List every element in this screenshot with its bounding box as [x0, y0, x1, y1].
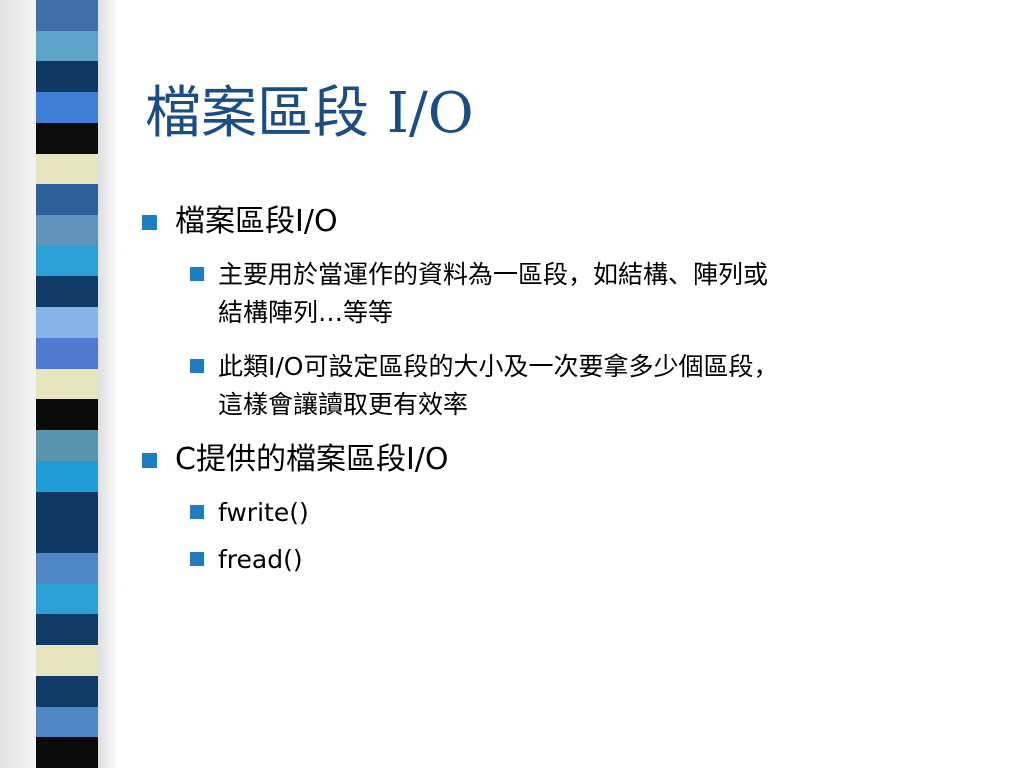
bullet-text-fwrite: fwrite()	[218, 498, 309, 527]
bullet-text: C提供的檔案區段I/O	[175, 442, 449, 477]
stripe-segment	[36, 522, 98, 554]
stripe-segment	[36, 215, 98, 247]
square-bullet-icon	[190, 552, 204, 566]
stripe-segment	[36, 0, 98, 32]
square-bullet-icon	[190, 505, 204, 519]
stripe-segment	[36, 30, 98, 62]
stripe-segment	[36, 460, 98, 493]
slide-title: 檔案區段 I/O	[145, 81, 474, 146]
bullet-text-line2: 結構陣列…等等	[218, 298, 394, 327]
stripe-segment	[36, 307, 98, 339]
stripe-segment	[36, 645, 98, 677]
bullet-level1-block-io: 檔案區段I/O	[142, 202, 338, 242]
stripe-segment	[36, 552, 98, 585]
bullet-text-line1: 主要用於當運作的資料為一區段，如結構、陣列或	[218, 260, 769, 289]
stripe-segment	[36, 614, 98, 646]
bullet-level2-fread: fread()	[190, 541, 988, 579]
stripe-segment	[36, 737, 98, 768]
bullet-level1-c-block-io: C提供的檔案區段I/O	[142, 440, 449, 480]
stripe-segment	[36, 368, 98, 400]
stripe-segment	[36, 122, 98, 155]
square-bullet-icon	[142, 215, 157, 230]
stripe-segment	[36, 276, 98, 308]
square-bullet-icon	[190, 359, 204, 373]
stripe-segment	[36, 61, 98, 93]
decorative-stripe-band	[0, 0, 118, 768]
square-bullet-icon	[190, 267, 204, 281]
stripe-segment	[36, 491, 98, 523]
bullet-text-line2: 這樣會讓讀取更有效率	[218, 390, 469, 419]
stripe-segment	[36, 706, 98, 738]
stripe-segment	[36, 583, 98, 615]
bullet-text-fread: fread()	[218, 545, 303, 574]
stripe-segment	[36, 399, 98, 431]
bullet-level2-block-size: 此類I/O可設定區段的大小及一次要拿多少個區段， 這樣會讓讀取更有效率	[190, 348, 988, 424]
bullet-level2-usage: 主要用於當運作的資料為一區段，如結構、陣列或 結構陣列…等等	[190, 256, 988, 332]
stripe-segment	[36, 430, 98, 462]
stripe-band-shadow-right	[98, 0, 118, 768]
stripe-segment	[36, 153, 98, 185]
stripe-segment	[36, 245, 98, 277]
stripe-segment	[36, 92, 98, 124]
square-bullet-icon	[142, 453, 157, 468]
bullet-text-line1: 此類I/O可設定區段的大小及一次要拿多少個區段，	[218, 352, 779, 381]
stripe-segment	[36, 184, 98, 216]
bullet-level2-fwrite: fwrite()	[190, 494, 988, 532]
stripe-segment	[36, 337, 98, 370]
bullet-text: 檔案區段I/O	[175, 204, 338, 239]
stripe-band-shadow-left	[0, 0, 36, 768]
stripe-segment	[36, 675, 98, 708]
